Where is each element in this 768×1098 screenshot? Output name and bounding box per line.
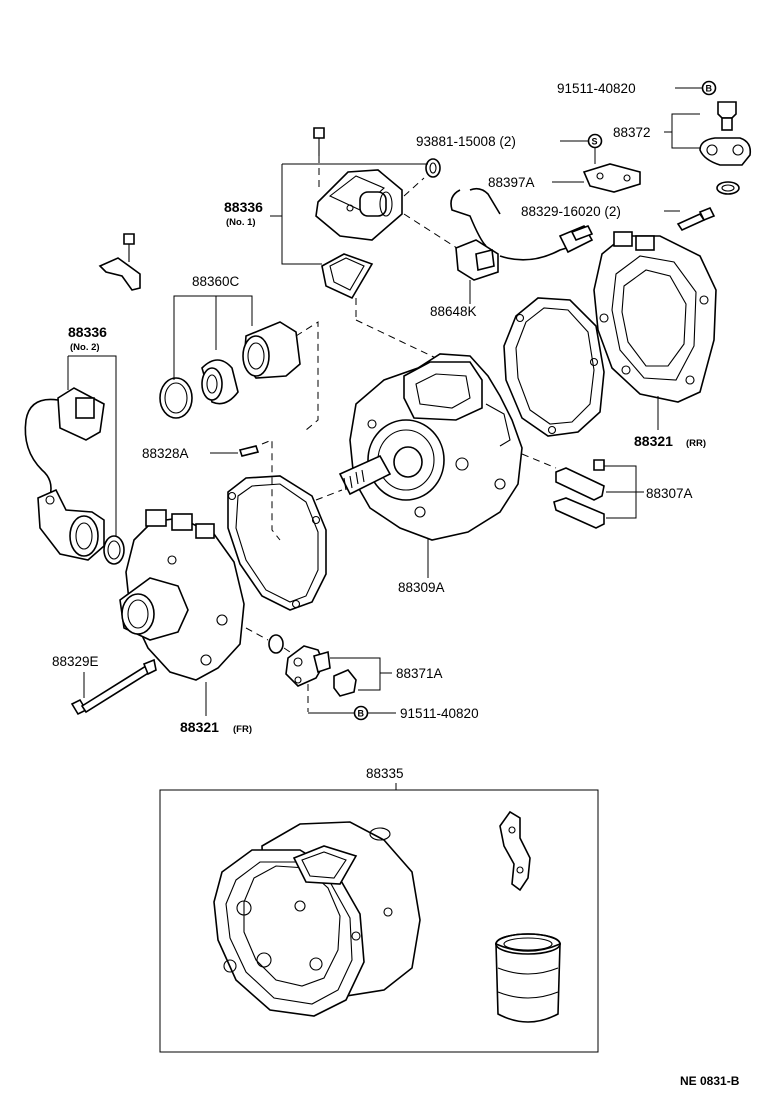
label-88307A[interactable]: 88307A	[646, 486, 693, 501]
part-88307A-group: 88307A	[553, 459, 693, 529]
shaft-88309A	[338, 454, 392, 496]
label-88329E[interactable]: 88329E	[52, 654, 99, 669]
label-88321-fr[interactable]: 88321	[180, 719, 219, 735]
gasket-fr-shape	[227, 475, 327, 611]
gasket-rr	[503, 297, 605, 437]
gasket-kit-88335-b	[213, 849, 365, 1017]
part-88329E-group: 88329E	[52, 654, 157, 716]
bolt-91511-top	[717, 101, 737, 119]
valve-88371A	[333, 669, 357, 697]
bracket-small-left	[98, 233, 141, 291]
symbol-s	[587, 133, 603, 149]
part-88309A-group: 88309A	[315, 353, 557, 595]
washer-88372	[716, 181, 740, 195]
bracket-88397A	[582, 163, 641, 193]
symbol-b-bottom	[353, 705, 369, 721]
part-88321-fr-group: 88321 (FR)	[119, 509, 297, 735]
part-88335-group: 88335	[159, 766, 599, 1053]
oring-88336-no1	[425, 158, 441, 178]
part-88372-group: 91511-40820 B 88372	[557, 80, 752, 195]
bracket-kit-88335	[499, 810, 531, 892]
label-88321-rr-sub[interactable]: (RR)	[686, 438, 706, 449]
screw-88336-no1	[313, 127, 325, 139]
part-88336-no1-group: 88336 (No. 1)	[224, 127, 461, 361]
oring-88360C	[159, 377, 193, 419]
oring-88336-no2	[103, 535, 125, 565]
label-88336-no2-sub[interactable]: (No. 2)	[70, 342, 100, 353]
cover-88321-rr	[593, 235, 717, 403]
label-88372[interactable]: 88372	[613, 125, 651, 140]
label-88360C[interactable]: 88360C	[192, 274, 240, 289]
part-88328A-group: 88328A	[142, 439, 281, 541]
part-88321-rr-group: 88321 (RR)	[593, 231, 717, 449]
sensor-88336-no1	[315, 169, 403, 241]
label-88328A[interactable]: 88328A	[142, 446, 189, 461]
bolt-88329-16020	[676, 212, 706, 232]
pin-88328A	[238, 445, 260, 457]
kit-88335-frame	[159, 789, 599, 1053]
symbol-b-top-text: B	[706, 84, 713, 94]
harness-88648K	[450, 189, 487, 247]
label-88309A[interactable]: 88309A	[398, 580, 445, 595]
label-91511-bottom[interactable]: 91511-40820	[400, 706, 479, 721]
bracket-88307A-b	[553, 497, 605, 529]
part-88371A-group: 88371A 91511-40820 B	[285, 645, 479, 721]
oring-fr	[268, 634, 284, 654]
symbol-s-text: S	[592, 137, 598, 147]
label-88321-fr-sub[interactable]: (FR)	[233, 724, 252, 735]
symbol-b-bottom-text: B	[358, 709, 365, 719]
label-88321-rr[interactable]: 88321	[634, 433, 673, 449]
label-88335[interactable]: 88335	[366, 766, 404, 781]
gasket-fr	[227, 475, 327, 611]
diagram-code: NE 0831-B	[680, 1074, 740, 1088]
gasket-88336-no1	[321, 253, 374, 300]
label-88336-no2[interactable]: 88336	[68, 324, 107, 340]
label-88648K[interactable]: 88648K	[430, 304, 477, 319]
part-88648K-group: 88648K	[430, 187, 594, 319]
label-91511-top[interactable]: 91511-40820	[557, 81, 636, 96]
label-88336-no1-sub[interactable]: (No. 1)	[226, 217, 256, 228]
label-88397A[interactable]: 88397A	[488, 175, 535, 190]
bolt-88329E	[80, 664, 152, 714]
label-88336-no1[interactable]: 88336	[224, 199, 263, 215]
part-88360C-group: 88360C	[159, 274, 319, 431]
bracket-88307A-a	[555, 467, 605, 501]
symbol-b-top	[701, 80, 717, 96]
gasket-rr-shape	[503, 297, 605, 437]
label-88329-16020[interactable]: 88329-16020 (2)	[521, 204, 621, 219]
part-88397A-group: 93881-15008 (2) S 88397A 88329-16020 (2)	[416, 133, 716, 232]
label-93881[interactable]: 93881-15008 (2)	[416, 134, 516, 149]
part-88336-no2-group: 88336 (No. 2)	[24, 324, 125, 565]
screw-88307A	[593, 459, 605, 471]
label-88371A[interactable]: 88371A	[396, 666, 443, 681]
